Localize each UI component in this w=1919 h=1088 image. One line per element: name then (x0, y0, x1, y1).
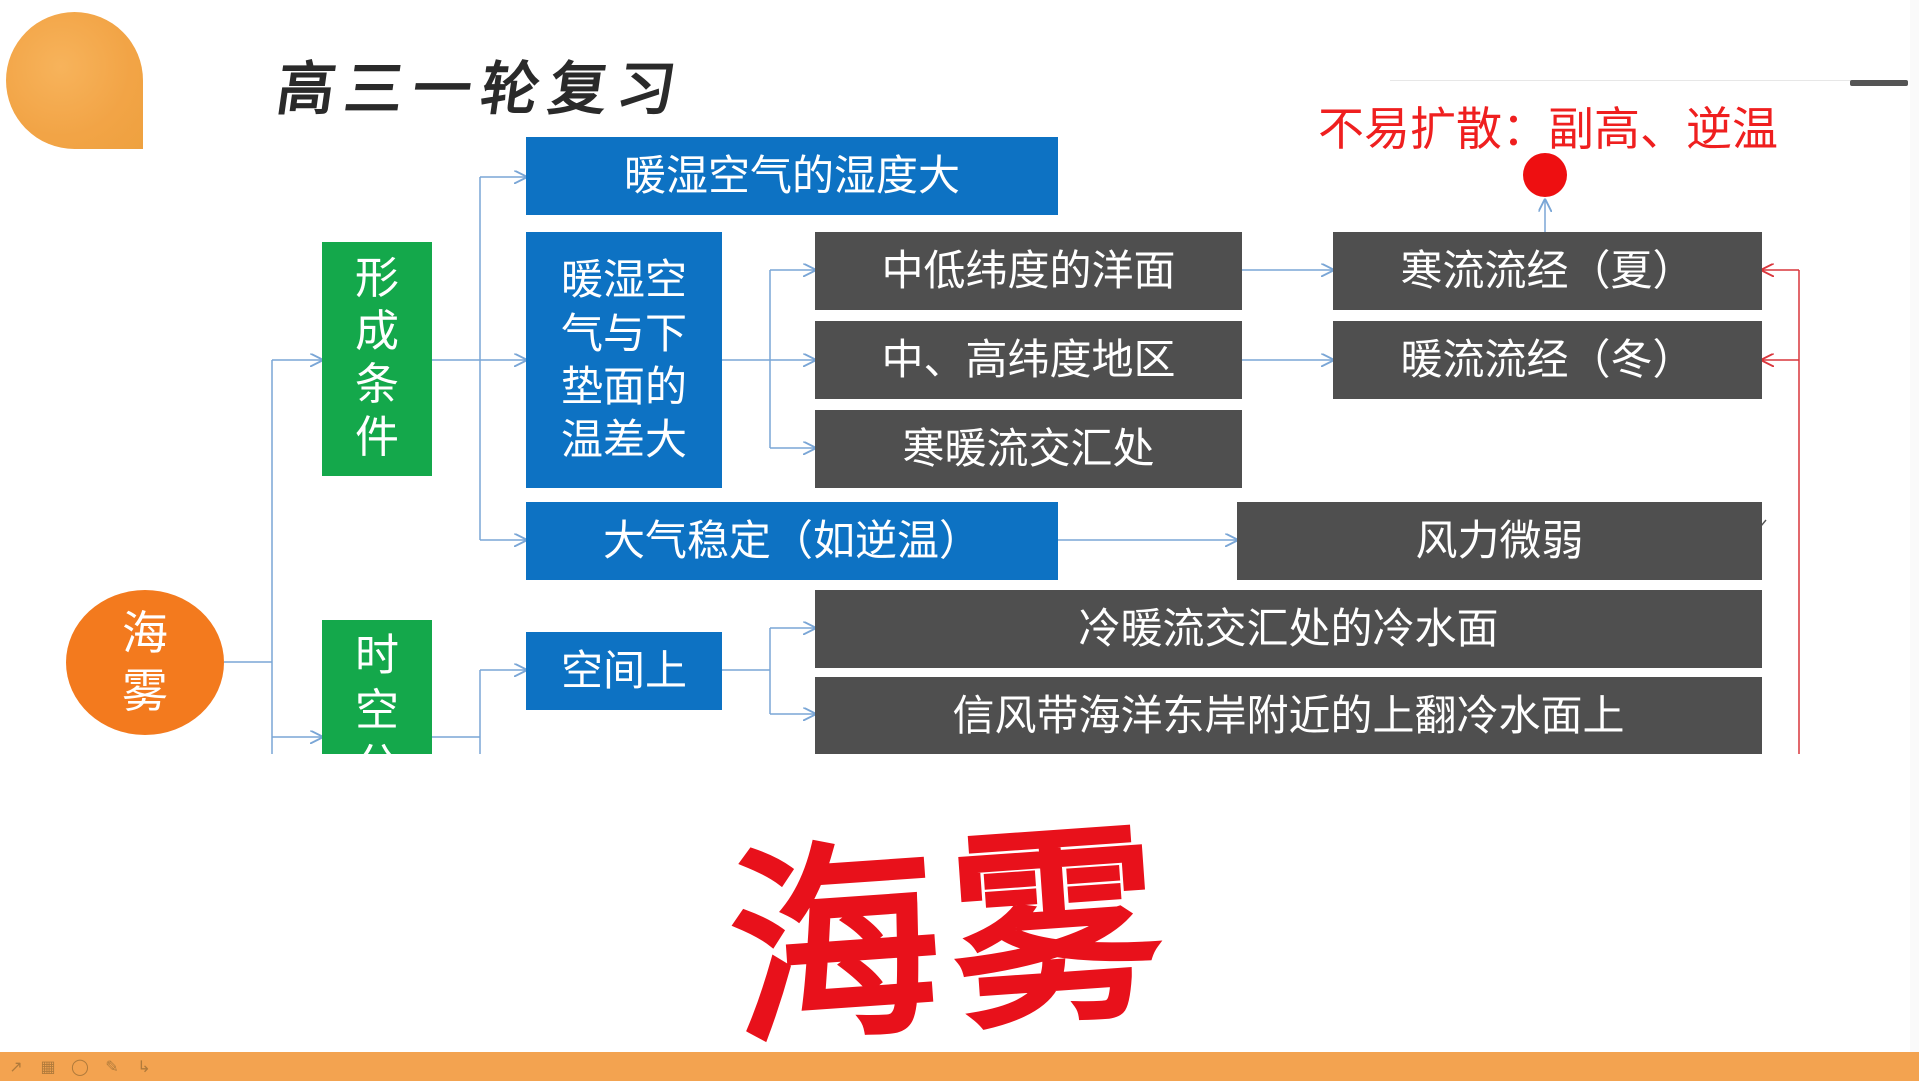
header-rule (1390, 80, 1860, 81)
root-char: 雾 (122, 663, 168, 718)
section-char: 时 (355, 630, 399, 681)
box-temperature-difference: 暖湿空 气与下 垫面的 温差大 (526, 232, 722, 488)
big-title-sea-fog: 海雾 (721, 798, 1182, 1077)
section-char: 形 (355, 253, 399, 305)
section-char: 空 (355, 685, 399, 736)
right-margin (1910, 0, 1919, 1081)
section-spacetime-distribution: 时 空 分 (322, 620, 432, 754)
box-stable-atmosphere: 大气稳定（如逆温） (526, 502, 1058, 580)
box-cold-water-surface: 冷暖流交汇处的冷水面 (815, 590, 1762, 668)
box-line: 暖湿空 (560, 255, 687, 305)
box-spatial: 空间上 (526, 632, 722, 710)
section-char: 成 (355, 306, 399, 358)
arrow-icon[interactable]: ↗ (9, 1056, 23, 1076)
bottom-bar (0, 1052, 1919, 1081)
pen-icon[interactable]: ✎ (105, 1056, 119, 1076)
section-char: 分 (355, 738, 399, 754)
connector-lines (224, 0, 1800, 754)
box-cold-current: 寒流流经（夏） (1333, 232, 1762, 310)
presentation-toolbar: ↗ ▦ ◯ ✎ ↳ (6, 1055, 154, 1077)
grid-icon[interactable]: ▦ (40, 1056, 56, 1076)
section-formation-conditions: 形 成 条 件 (322, 242, 432, 476)
box-trade-wind-upwelling: 信风带海洋东岸附近的上翻冷水面上 (815, 677, 1762, 754)
box-line: 温差大 (560, 415, 687, 465)
box-humid-air: 暖湿空气的湿度大 (526, 137, 1058, 215)
box-line: 垫面的 (560, 362, 687, 411)
note-hard-to-diffuse: 不易扩散：副高、逆温 (1318, 102, 1778, 156)
box-weak-wind: 风力微弱 (1237, 502, 1762, 580)
root-node-sea-fog: 海 雾 (66, 590, 224, 735)
corner-decoration (6, 12, 143, 149)
box-line: 气与下 (560, 308, 687, 358)
box-warm-current: 暖流流经（冬） (1333, 321, 1762, 399)
box-mid-low-latitude: 中低纬度的洋面 (815, 232, 1242, 310)
minimize-dash[interactable] (1850, 80, 1908, 86)
concept-diagram: 海 雾 形 成 条 件 时 空 分 暖湿空气的湿度大 暖湿空 气与下 垫面的 温… (66, 0, 1800, 754)
pointer-icon[interactable]: ↳ (137, 1056, 151, 1076)
circle-icon[interactable]: ◯ (71, 1056, 89, 1076)
section-char: 条 (355, 359, 399, 410)
note-marker-dot (1523, 153, 1567, 197)
section-char: 件 (355, 411, 399, 463)
root-char: 海 (122, 606, 168, 660)
box-mid-high-latitude: 中、高纬度地区 (815, 321, 1242, 399)
box-current-confluence: 寒暖流交汇处 (815, 410, 1242, 488)
